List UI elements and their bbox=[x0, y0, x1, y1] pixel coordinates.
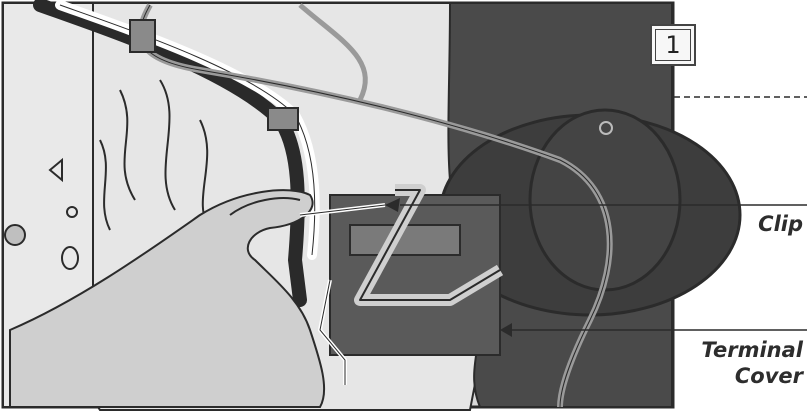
wire-sleeve bbox=[268, 108, 298, 130]
step-badge: 1 bbox=[650, 24, 696, 66]
wire-tie bbox=[130, 20, 155, 52]
clip-callout-label: Clip bbox=[758, 211, 803, 237]
terminal-cover-label-line1: Terminal bbox=[701, 337, 803, 363]
screw-head bbox=[5, 225, 25, 245]
terminal-cover-label-line2: Cover bbox=[701, 363, 803, 389]
compressor-housing-ring bbox=[530, 110, 680, 290]
terminal-cover bbox=[330, 195, 500, 355]
step-number: 1 bbox=[665, 31, 680, 59]
terminal-cover-callout-label: Terminal Cover bbox=[701, 337, 803, 389]
